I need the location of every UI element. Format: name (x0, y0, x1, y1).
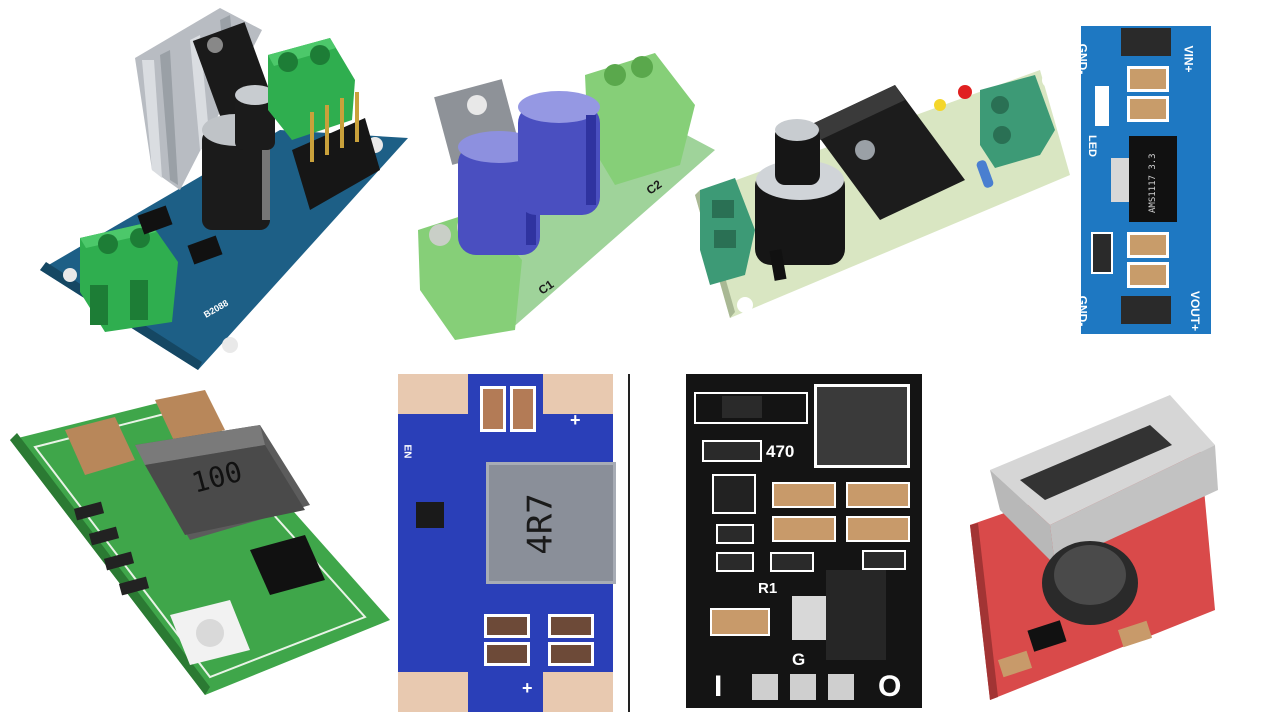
capacitor-smd (846, 516, 910, 542)
resistor-smd (118, 576, 150, 596)
label-vin: VIN+ (1181, 45, 1196, 73)
label-vout: VOUT+ (1188, 290, 1203, 332)
pad-square (752, 674, 778, 700)
diode (769, 249, 787, 281)
board-usb-buck-red (970, 395, 1218, 700)
regulator-chip (1129, 136, 1177, 222)
label-gnd-bottom: GND- (1075, 295, 1090, 327)
inductor (814, 384, 910, 468)
pad-copper (398, 374, 468, 414)
capacitor-smd (484, 642, 530, 666)
mosfet (826, 570, 886, 660)
resistor-smd (770, 552, 814, 572)
capacitor-pad (1127, 232, 1169, 258)
screw-terminal-right (980, 75, 1055, 168)
capacitor-smd (484, 614, 530, 638)
ic-chip (250, 535, 325, 595)
label-i: I (714, 670, 723, 703)
resistor-smd (716, 524, 754, 544)
board-mini-buck-green: 100 (10, 390, 390, 695)
resistor (976, 160, 994, 188)
regulator-tab (1111, 158, 1129, 202)
resistor-smd (1091, 232, 1113, 274)
resistor-smd (103, 551, 135, 571)
inductor (1042, 541, 1138, 625)
capacitor-pad (1127, 96, 1169, 122)
chip-marking: AMS1117 3.3 (1148, 153, 1158, 213)
capacitor-pad (1127, 66, 1169, 92)
capacitor-smd (846, 482, 910, 508)
board-buck-4r7: + EN 4R7 + (398, 374, 616, 712)
capacitor-smd (510, 386, 536, 432)
led-red (958, 85, 972, 99)
ic-chip-soic (712, 474, 756, 514)
board-filter-capacitors: C1 C2 (418, 53, 715, 340)
board-ams1117: GND- VIN+ LED AMS1117 3.3 GND- VOUT+ (1075, 26, 1211, 334)
capacitor-smd (772, 482, 836, 508)
capacitor-small (775, 119, 820, 185)
capacitor-smd (548, 642, 594, 666)
resistor-smd (862, 550, 906, 570)
capacitor-pad (1127, 262, 1169, 288)
led-smd (1095, 86, 1109, 126)
ic-marking-block (694, 392, 808, 424)
usb-port (990, 395, 1218, 565)
capacitor-smd (1117, 620, 1153, 648)
pad-gnd-top (1121, 28, 1171, 56)
pad-gnd-bottom (1121, 296, 1171, 324)
heatsink (135, 8, 274, 190)
label-o: O (878, 670, 902, 703)
label-470: 470 (766, 442, 795, 461)
label-r1: R1 (758, 580, 778, 597)
mosfet-tab (792, 596, 826, 640)
label-plus-top: + (570, 410, 581, 430)
potentiometer (170, 600, 250, 665)
capacitor-smd (772, 516, 836, 542)
capacitor-smd (480, 386, 506, 432)
screw-terminal-left (700, 178, 755, 285)
label-plus-bottom: + (522, 678, 533, 698)
pad-copper (398, 672, 468, 712)
led-yellow (934, 99, 946, 111)
label-g: G (792, 650, 806, 669)
pad-copper (543, 374, 613, 414)
resistor-smd (702, 440, 762, 462)
board-linear-regulator (695, 70, 1070, 318)
label-led: LED (1086, 135, 1098, 157)
board-black-module: 470 R1 G I O (686, 374, 922, 708)
pad-copper (543, 672, 613, 712)
label-en: EN (401, 444, 413, 459)
inductor-100 (135, 425, 310, 540)
pad-square (828, 674, 854, 700)
resistor-smd (88, 526, 120, 546)
capacitor-smd (65, 390, 225, 475)
capacitor-c2 (518, 91, 600, 215)
label-gnd-top: GND- (1075, 43, 1090, 75)
screw-terminal-top (585, 53, 695, 185)
electrolytic-capacitor-small (235, 85, 275, 150)
inductor-4r7 (486, 462, 616, 584)
capacitor-smd (548, 614, 594, 638)
pin-header (292, 92, 380, 210)
ic-chip (416, 502, 444, 528)
capacitor-smd (710, 608, 770, 636)
board-lm317-module: B2088 (40, 8, 408, 370)
heatsink (810, 85, 965, 220)
resistor-smd (716, 552, 754, 572)
ic-chip (1027, 620, 1067, 652)
pad-square (790, 674, 816, 700)
ic-chip (722, 396, 762, 418)
inductor-marking: 4R7 (520, 493, 561, 555)
screw-terminal-right (268, 38, 355, 140)
capacitor-smd (997, 650, 1033, 678)
resistor-smd (73, 501, 105, 521)
dimension-line (628, 374, 630, 712)
pcb-green (10, 395, 390, 695)
